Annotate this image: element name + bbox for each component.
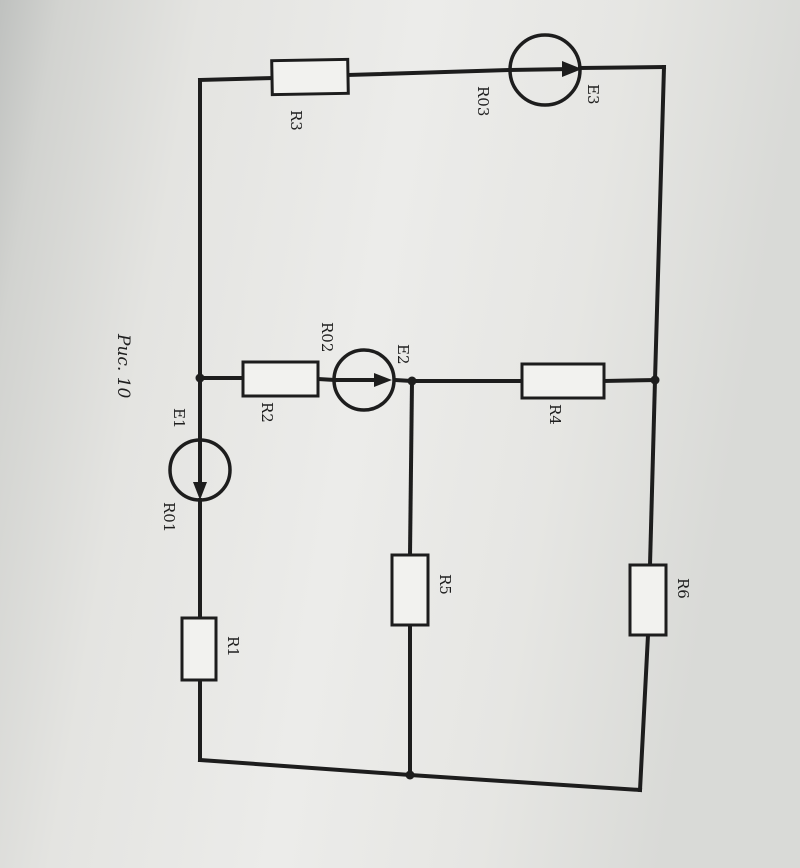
junction-nodes [195, 373, 660, 780]
label-e3: E3 [584, 84, 602, 105]
node-right [650, 375, 660, 385]
figure-caption: Рис. 10 [113, 333, 133, 399]
wire-bottom-left [197, 757, 413, 778]
label-r01: R01 [160, 502, 178, 532]
source-e1 [168, 438, 232, 502]
node-bottom [405, 770, 415, 780]
wire-mid-r2-e2 [315, 376, 338, 383]
label-e2: E2 [394, 344, 412, 365]
label-e1: E1 [170, 408, 188, 429]
source-e2 [332, 348, 396, 412]
label-r2: R2 [258, 402, 276, 423]
labels: R3 R03 E3 R02 E2 R2 R4 E1 R01 R5 R6 R1 Р… [113, 84, 692, 657]
resistor-r1 [180, 616, 218, 682]
wire-right-upper [652, 64, 667, 383]
label-r5: R5 [436, 574, 454, 595]
wire-mid-r4-right [601, 377, 658, 384]
resistor-r2 [241, 360, 320, 398]
label-r1: R1 [224, 636, 242, 657]
resistor-r5 [390, 553, 430, 627]
wire-top-mid [345, 67, 513, 78]
label-r3: R3 [287, 110, 305, 131]
wires [197, 64, 667, 793]
wire-top-left [197, 75, 275, 83]
label-r6: R6 [674, 578, 692, 599]
label-r4: R4 [546, 404, 564, 425]
source-e3 [507, 33, 582, 107]
label-r03: R03 [474, 86, 492, 116]
node-center [407, 376, 417, 386]
resistor-r4 [520, 362, 606, 400]
resistor-r6 [628, 563, 668, 637]
resistor-r3 [270, 57, 350, 97]
wire-center-upper [407, 378, 415, 558]
node-left [195, 373, 205, 383]
label-r02: R02 [318, 322, 336, 352]
wire-right-lower [647, 377, 658, 568]
wire-bottom-right [407, 772, 643, 793]
wire-right-bottom [637, 632, 651, 793]
wire-top-right [577, 64, 667, 71]
